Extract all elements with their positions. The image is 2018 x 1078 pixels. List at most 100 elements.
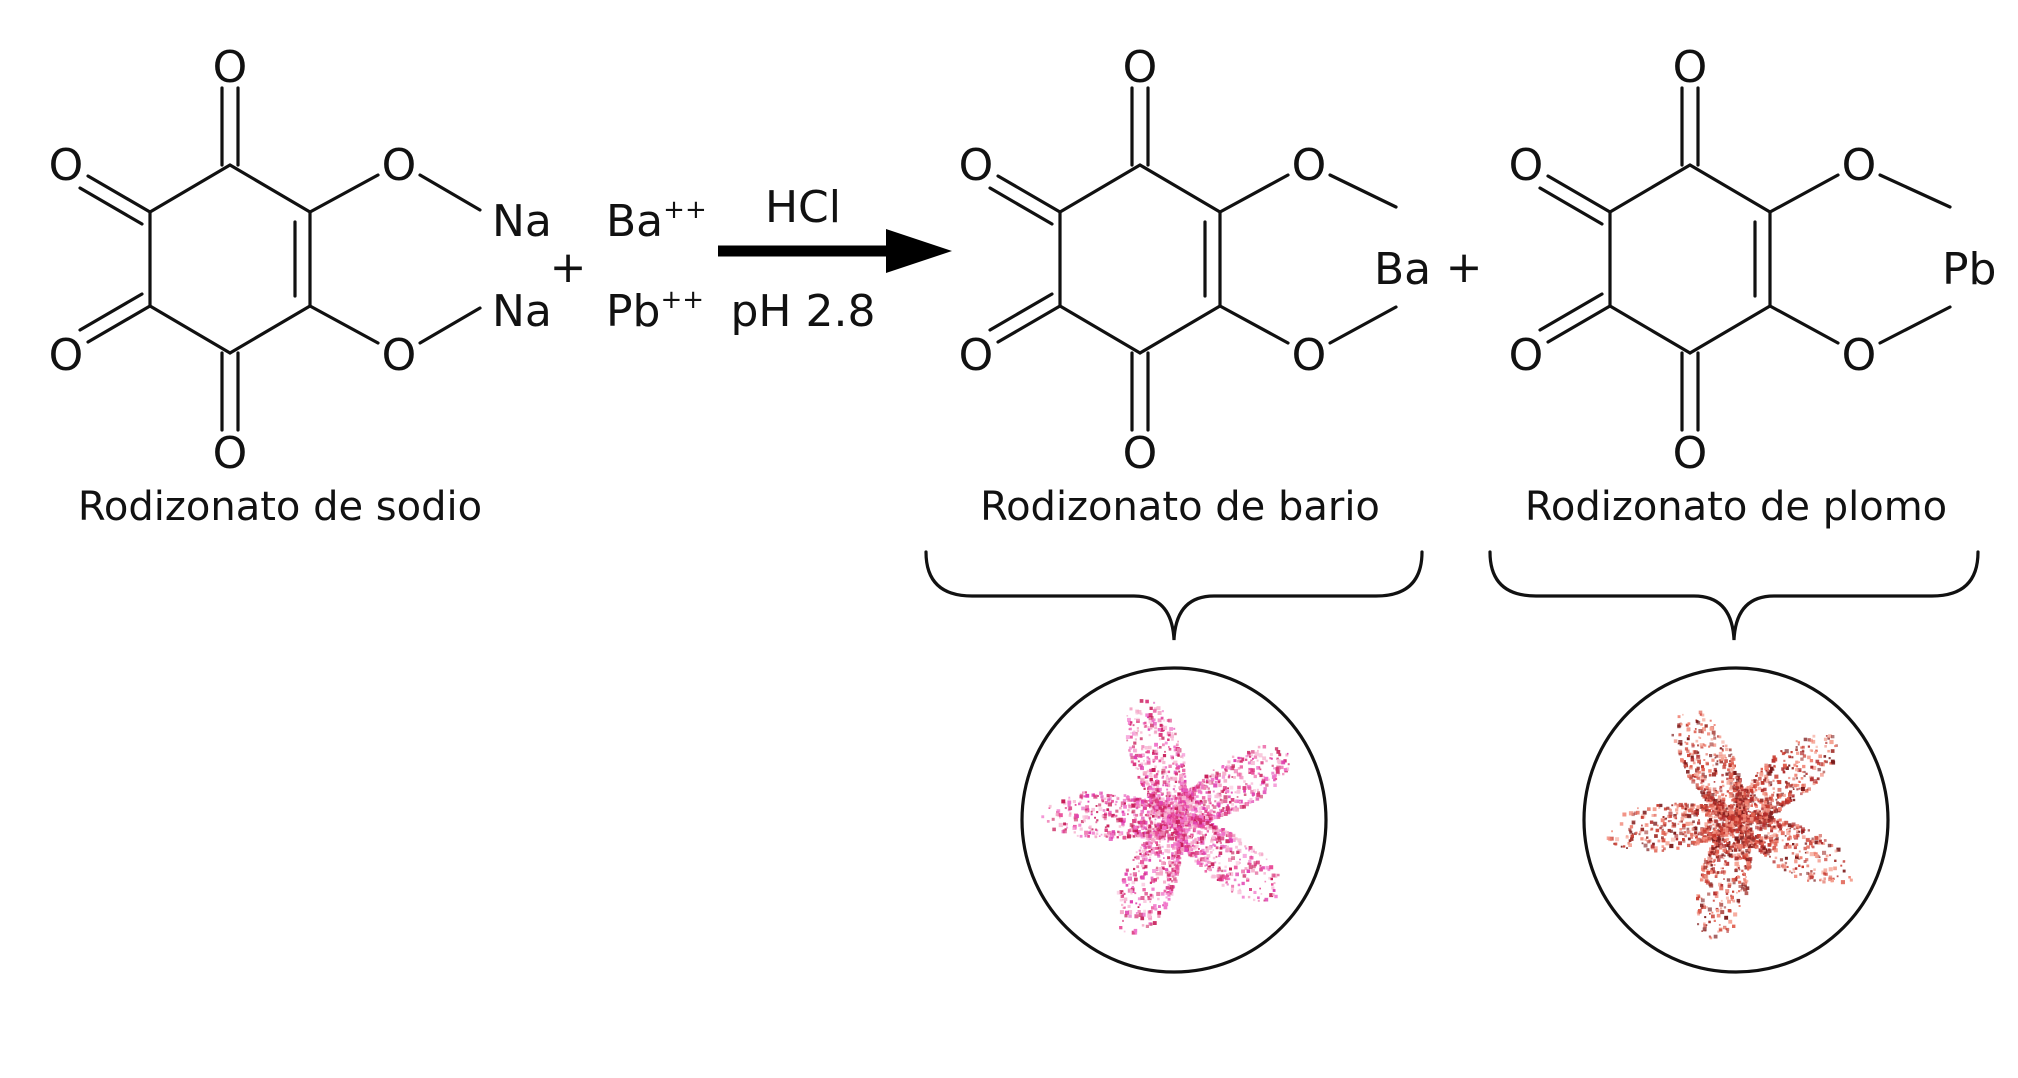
speckle <box>1708 809 1711 813</box>
speckle <box>1169 794 1172 797</box>
speckle <box>1739 855 1742 858</box>
speckle <box>1222 786 1227 790</box>
speckle <box>1804 842 1808 845</box>
speckle <box>1716 805 1719 808</box>
speckle <box>1143 845 1147 850</box>
speckle <box>1811 739 1816 744</box>
speckle <box>1171 794 1175 799</box>
speckle <box>1270 877 1273 881</box>
speckle <box>1147 728 1151 731</box>
speckle <box>1164 902 1169 907</box>
speckle <box>1769 837 1774 842</box>
speckle <box>1166 823 1171 828</box>
speckle <box>1723 926 1726 929</box>
speckle <box>1806 871 1810 875</box>
speckle <box>1097 795 1099 797</box>
speckle <box>1686 830 1691 835</box>
speckle <box>1177 835 1181 839</box>
speckle <box>1176 812 1179 815</box>
speckle <box>1828 875 1833 879</box>
speckle <box>1248 770 1252 774</box>
speckle <box>1679 742 1683 746</box>
speckle <box>1710 738 1714 741</box>
speckle <box>1727 841 1731 845</box>
speckle <box>1776 802 1780 806</box>
speckle <box>1225 789 1230 794</box>
speckle <box>1158 844 1161 846</box>
speckle <box>1622 812 1627 817</box>
speckle <box>1794 858 1798 862</box>
speckle <box>1075 814 1079 819</box>
speckle <box>1160 797 1165 802</box>
speckle <box>1167 897 1171 901</box>
speckle <box>1693 841 1697 844</box>
speckle <box>1703 794 1706 797</box>
speckle <box>1744 891 1749 896</box>
speckle <box>1196 830 1201 835</box>
speckle <box>1750 830 1754 835</box>
speckle <box>1823 839 1827 842</box>
speckle <box>1653 846 1658 851</box>
speckle <box>1216 830 1219 832</box>
speckle <box>1723 818 1726 822</box>
speckle <box>1755 812 1757 814</box>
speckle <box>1823 737 1828 741</box>
speckle <box>1709 936 1713 940</box>
speckle <box>1795 740 1798 743</box>
speckle <box>1158 905 1161 908</box>
oxygen-lower-right: O <box>382 330 417 381</box>
speckle <box>1783 845 1788 849</box>
speckle <box>1785 766 1789 770</box>
speckle <box>1259 868 1263 872</box>
speckle <box>1718 845 1723 850</box>
speckle <box>1681 805 1685 809</box>
speckle <box>1814 751 1817 754</box>
speckle <box>1214 861 1217 864</box>
speckle <box>1198 848 1200 850</box>
speckle <box>1709 742 1714 747</box>
speckle <box>1691 744 1695 748</box>
speckle <box>1201 778 1205 782</box>
speckle <box>1787 844 1792 849</box>
speckle <box>1702 905 1706 909</box>
speckle <box>1159 723 1163 727</box>
speckle <box>1804 851 1807 854</box>
speckle <box>1055 813 1059 817</box>
speckle <box>1707 795 1712 800</box>
speckle <box>1225 831 1229 835</box>
speckle <box>1172 862 1176 867</box>
speckle <box>1089 825 1092 829</box>
speckle <box>1717 795 1721 799</box>
speckle <box>1708 828 1711 831</box>
speckle <box>1206 805 1210 809</box>
speckle <box>1171 852 1174 855</box>
speckle <box>1141 843 1144 846</box>
speckle <box>1083 819 1086 823</box>
speckle <box>1144 746 1149 750</box>
speckle <box>1273 882 1276 885</box>
speckle <box>1739 798 1742 801</box>
speckle <box>1250 761 1255 765</box>
speckle <box>1145 751 1148 754</box>
speckle <box>1737 839 1741 843</box>
speckle <box>1139 712 1143 716</box>
speckle <box>1168 734 1171 737</box>
speckle <box>1817 762 1820 766</box>
speckle <box>1760 788 1765 793</box>
speckle <box>1180 812 1185 816</box>
speckle <box>1197 817 1201 822</box>
speckle <box>1171 888 1174 892</box>
speckle <box>1775 839 1779 844</box>
speckle <box>1700 745 1704 749</box>
speckle <box>1696 805 1701 809</box>
speckle <box>1738 800 1742 804</box>
speckle <box>1823 760 1827 763</box>
speckle <box>1141 827 1144 830</box>
speckle <box>1180 826 1182 828</box>
speckle <box>1713 891 1718 896</box>
speckle <box>1149 778 1153 782</box>
speckle <box>1799 873 1802 876</box>
speckle <box>1788 755 1790 758</box>
speckle <box>1119 806 1122 810</box>
speckle <box>1725 896 1729 900</box>
